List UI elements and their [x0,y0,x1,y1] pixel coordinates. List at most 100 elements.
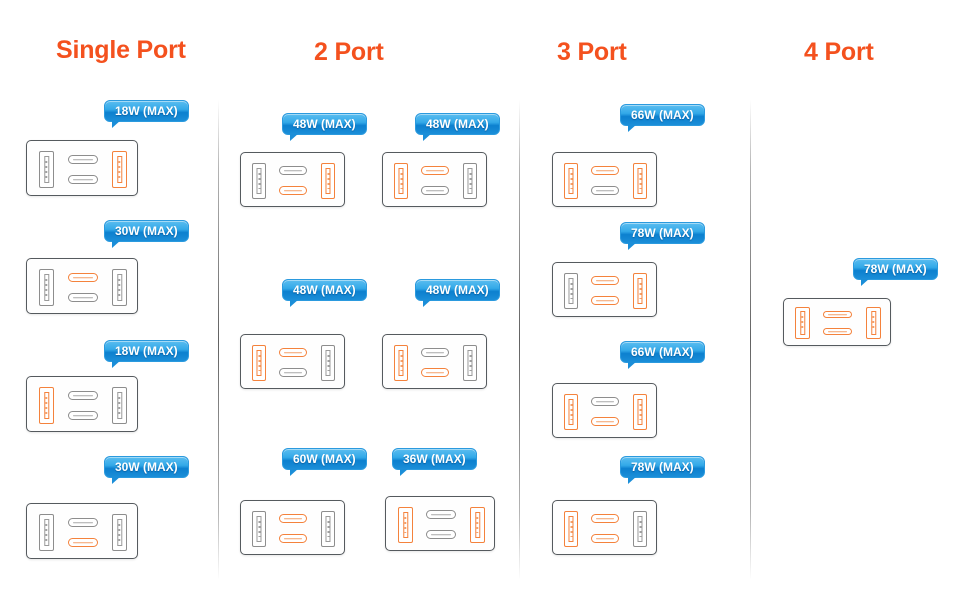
usb-a-pins [45,523,48,542]
usb-a-tongue [256,515,262,543]
device-face [383,335,486,388]
usb-c-port-bottom [591,417,619,426]
usb-c-bar [72,521,94,524]
usb-c-bar [430,533,452,536]
usb-a-tongue [116,273,123,302]
wattage-label: 30W (MAX) [115,224,178,238]
charger-device-two-3b [385,496,495,551]
usb-a-tongue [467,167,473,195]
usb-a-port-left [39,151,54,188]
usb-c-bar [595,400,615,403]
usb-a-port-left [39,514,54,551]
usb-c-bar [595,169,615,172]
usb-a-tongue [325,167,331,195]
wattage-bubble-two-2a: 48W (MAX) [282,279,367,307]
usb-a-tongue [116,391,123,420]
usb-a-tongue [256,349,262,377]
usb-c-port-bottom [68,538,98,547]
usb-a-tongue [637,167,643,195]
usb-c-port-bottom [591,186,619,195]
charger-device-two-2a [240,334,345,389]
wattage-label: 78W (MAX) [864,262,927,276]
wattage-bubble-two-3b: 36W (MAX) [392,448,477,476]
wattage-bubble-three-3: 66W (MAX) [620,341,705,369]
bubble-tail [290,299,299,307]
wattage-label: 48W (MAX) [293,117,356,131]
usb-a-pins [118,278,121,297]
usb-a-port-right [321,163,335,199]
charger-device-two-2b [382,334,487,389]
bubble-tail [861,278,870,286]
usb-a-pins [570,403,572,421]
usb-c-bar [595,299,615,302]
usb-c-port-top [68,518,98,527]
usb-a-port-left [252,163,266,199]
bubble-tail [290,468,299,476]
column-divider-3 [750,100,751,580]
wattage-label: 48W (MAX) [426,283,489,297]
charger-device-single-1 [26,140,138,196]
usb-a-port-left [564,394,578,430]
usb-c-port-bottom [68,293,98,302]
usb-c-bar [827,313,848,316]
usb-c-bar [283,537,303,540]
usb-c-port-top [823,311,852,318]
usb-a-port-left [252,511,266,547]
usb-a-tongue [568,398,574,426]
column-divider-1 [218,100,219,580]
usb-c-port-bottom [426,530,456,539]
usb-a-tongue [637,515,643,543]
bubble-tail [628,361,637,369]
usb-a-pins [570,172,572,190]
usb-c-bar [595,517,615,520]
usb-a-pins [45,278,48,297]
usb-a-tongue [568,167,574,195]
bubble-tail [112,360,121,368]
usb-a-port-right [866,307,881,339]
usb-a-port-right [321,511,335,547]
usb-a-tongue [637,398,643,426]
usb-c-port-bottom [279,534,307,543]
bubble-tail [112,240,121,248]
usb-a-tongue [398,167,404,195]
usb-a-pins [258,354,260,372]
bubble-tail [112,476,121,484]
usb-a-port-left [564,511,578,547]
usb-a-pins [639,282,641,300]
usb-a-pins [639,403,641,421]
usb-c-port-top [279,514,307,523]
usb-a-pins [118,160,121,179]
usb-a-tongue [799,311,806,335]
device-face [784,299,890,345]
column-header-four-port: 4 Port [804,38,874,66]
device-face [241,153,344,206]
usb-a-pins [570,282,572,300]
usb-a-tongue [43,518,50,547]
column-header-two-port: 2 Port [314,38,384,66]
wattage-label: 36W (MAX) [403,452,466,466]
usb-a-pins [45,160,48,179]
wattage-bubble-four-1: 78W (MAX) [853,258,938,286]
bubble-tail [423,299,432,307]
device-face [241,501,344,554]
usb-a-port-left [564,163,578,199]
column-header-three-port: 3 Port [557,38,627,66]
bubble-tail [290,133,299,141]
wattage-label: 18W (MAX) [115,344,178,358]
usb-a-port-left [795,307,810,339]
usb-a-tongue [43,155,50,184]
usb-a-pins [801,315,804,331]
device-face [386,497,494,550]
usb-c-bar [595,537,615,540]
charger-device-two-1b [382,152,487,207]
column-header-single-port: Single Port [56,36,186,64]
device-face [553,263,656,316]
usb-a-pins [476,516,479,534]
wattage-bubble-two-1a: 48W (MAX) [282,113,367,141]
usb-a-tongue [398,349,404,377]
usb-c-bar [425,189,445,192]
device-face [553,501,656,554]
usb-c-bar [425,351,445,354]
usb-a-pins [639,520,641,538]
